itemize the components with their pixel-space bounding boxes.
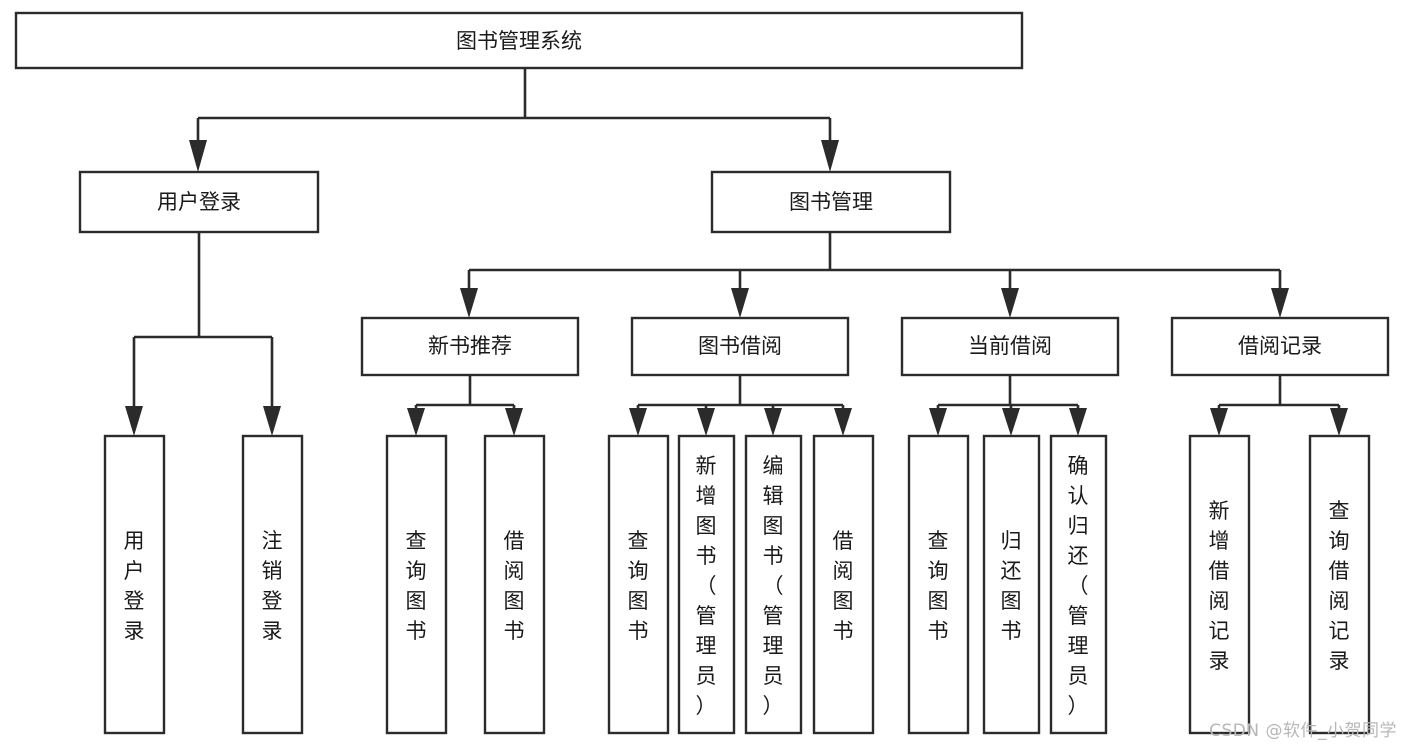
leaf-return-book-label: 归还图书	[1001, 529, 1022, 643]
node-book-manage-label: 图书管理	[789, 190, 873, 214]
leaf-add-book-label: 新增图书（管理员）	[696, 454, 717, 718]
node-current-borrow[interactable]: 当前借阅	[900, 316, 1120, 377]
leaf-node-edit-book[interactable]: 编辑图书（管理员）	[744, 434, 803, 735]
node-borrow-record-box[interactable]	[1170, 316, 1390, 377]
leaf-query-record-box[interactable]	[1308, 434, 1371, 735]
leaf-edit-book-box[interactable]	[744, 434, 803, 735]
leaf-borrow-book-2-box[interactable]	[812, 434, 875, 735]
leaf-edit-book-label: 编辑图书（管理员）	[763, 454, 784, 718]
leaf-add-record-label: 新增借阅记录	[1209, 499, 1230, 673]
arrow-bm-to-borrow-record	[1271, 288, 1289, 318]
arrow-nb-to-borrow-book	[505, 408, 523, 436]
node-book-borrow-box[interactable]	[630, 316, 850, 377]
leaf-logout-login-box[interactable]	[241, 434, 304, 735]
leaf-node-return-book[interactable]: 归还图书	[982, 434, 1041, 735]
leaf-borrow-book-2-label: 借阅图书	[833, 529, 854, 643]
node-user-login[interactable]: 用户登录	[78, 170, 320, 234]
leaf-node-query-record[interactable]: 查询借阅记录	[1308, 434, 1371, 735]
leaf-node-user-login[interactable]: 用户登录	[103, 434, 166, 735]
leaf-borrow-book-1-label: 借阅图书	[504, 529, 525, 643]
arrow-ul-to-leaf-logout-login	[263, 406, 281, 436]
leaf-node-logout-login[interactable]: 注销登录	[241, 434, 304, 735]
node-book-borrow-label: 图书借阅	[698, 334, 782, 358]
leaf-query-book-3-box[interactable]	[907, 434, 970, 735]
leaf-user-login-box[interactable]	[103, 434, 166, 735]
arrow-bm-to-current-borrow	[1001, 288, 1019, 318]
arrow-br-to-query-record	[1330, 408, 1348, 436]
leaf-confirm-return-label: 确认归还（管理员）	[1068, 454, 1089, 718]
node-borrow-record-label: 借阅记录	[1238, 334, 1322, 358]
arrow-ul-to-leaf-user-login	[125, 406, 143, 436]
leaf-logout-login-label: 注销登录	[262, 529, 283, 643]
node-borrow-record[interactable]: 借阅记录	[1170, 316, 1390, 377]
leaf-node-add-book[interactable]: 新增图书（管理员）	[677, 434, 736, 735]
node-current-borrow-label: 当前借阅	[968, 334, 1052, 358]
arrow-br-to-add-record	[1210, 408, 1228, 436]
node-book-manage[interactable]: 图书管理	[710, 170, 952, 234]
node-user-login-label: 用户登录	[157, 190, 241, 214]
arrow-bb-to-edit-book	[764, 408, 782, 436]
leaf-confirm-return-box[interactable]	[1049, 434, 1108, 735]
leaf-add-book-box[interactable]	[677, 434, 736, 735]
arrow-bb-to-query-book	[629, 408, 647, 436]
node-new-book-recommend[interactable]: 新书推荐	[360, 316, 580, 377]
node-user-login-box[interactable]	[78, 170, 320, 234]
node-root-box[interactable]	[14, 11, 1024, 70]
leaf-add-record-box[interactable]	[1188, 434, 1251, 735]
arrow-bm-to-new-book-recommend	[460, 288, 478, 318]
leaf-query-book-1-box[interactable]	[385, 434, 448, 735]
arrow-cb-to-confirm-return	[1069, 408, 1087, 436]
node-book-manage-box[interactable]	[710, 170, 952, 234]
node-new-book-recommend-box[interactable]	[360, 316, 580, 377]
leaf-return-book-box[interactable]	[982, 434, 1041, 735]
leaf-node-query-book-1[interactable]: 查询图书	[385, 434, 448, 735]
csdn-watermark: CSDN @软件_小贺同学	[1209, 721, 1397, 741]
node-current-borrow-box[interactable]	[900, 316, 1120, 377]
node-new-book-recommend-label: 新书推荐	[428, 334, 512, 358]
leaf-query-book-2-box[interactable]	[607, 434, 670, 735]
leaf-node-add-record[interactable]: 新增借阅记录	[1188, 434, 1251, 735]
leaf-node-query-book-2[interactable]: 查询图书	[607, 434, 670, 735]
leaf-query-book-1-label: 查询图书	[406, 529, 427, 643]
leaf-node-confirm-return[interactable]: 确认归还（管理员）	[1049, 434, 1108, 735]
leaf-node-query-book-3[interactable]: 查询图书	[907, 434, 970, 735]
node-book-borrow[interactable]: 图书借阅	[630, 316, 850, 377]
arrow-bb-to-borrow-book	[834, 408, 852, 436]
arrow-cb-to-query-book	[929, 408, 947, 436]
leaf-borrow-book-1-box[interactable]	[483, 434, 546, 735]
leaf-query-record-label: 查询借阅记录	[1329, 499, 1350, 673]
arrow-root-to-user-login	[189, 140, 207, 172]
arrow-bm-to-book-borrow	[731, 288, 749, 318]
arrow-nb-to-query-book	[407, 408, 425, 436]
arrow-root-to-book-manage	[821, 140, 839, 172]
leaf-node-borrow-book-1[interactable]: 借阅图书	[483, 434, 546, 735]
leaf-query-book-3-label: 查询图书	[928, 529, 949, 643]
arrow-cb-to-return-book	[1002, 408, 1020, 436]
leaf-query-book-2-label: 查询图书	[628, 529, 649, 643]
connector-layer	[125, 68, 1348, 436]
leaf-node-borrow-book-2[interactable]: 借阅图书	[812, 434, 875, 735]
node-root-label: 图书管理系统	[456, 29, 582, 53]
arrow-bb-to-add-book	[697, 408, 715, 436]
leaf-user-login-label: 用户登录	[124, 529, 145, 643]
node-root[interactable]: 图书管理系统	[14, 11, 1024, 70]
